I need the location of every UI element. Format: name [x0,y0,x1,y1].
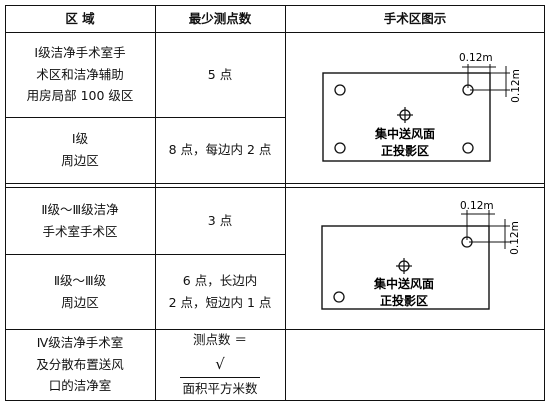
center-crosshair-icon [397,107,413,123]
table-row-2-region: Ⅰ级 周边区 [5,117,155,183]
table-rule [5,117,285,118]
dimension-horizontal [461,210,495,240]
header-diagram: 手术区图示 [383,10,447,26]
header-min-points: 最少测点数 [188,10,252,26]
projection-label-line: 集中送风面 [374,126,435,141]
measurement-point [334,142,346,154]
header-region: 区 域 [65,10,95,26]
measurement-point [334,84,346,96]
table-rule [155,5,156,401]
dim-label-horizontal: 0.12m [459,52,493,64]
table-rule [5,32,545,33]
table-row-4-region: Ⅱ级～Ⅲ级 周边区 [5,254,155,329]
region-line: 手术室手术区 [42,223,118,239]
table-row-3-points: 3 点 [207,212,233,228]
region-line: 周边区 [61,153,99,168]
region-line: 术区和洁净辅助 [36,66,124,82]
projection-rectangle [321,225,490,310]
region-line: Ⅱ级～Ⅲ级洁净 [41,201,119,217]
formula-text: 面积平方米数 [180,377,260,400]
table-rule [5,183,545,184]
table-row-5-points: 测点数 ＝ √ 面积平方米数 [155,329,285,400]
table-rule [5,187,545,188]
sqrt-formula: √ 面积平方米数 [180,351,260,400]
region-line: Ⅰ级洁净手术室手 [34,44,126,60]
radical-sign: √ [215,354,225,373]
dimension-horizontal [462,64,496,88]
region-line: 及分散布置送风 [36,356,124,372]
center-crosshair-icon [396,258,412,274]
table-rule [5,5,6,401]
dimension-vertical [469,219,510,249]
dimension-vertical [470,66,510,97]
table-rule [5,5,545,6]
table-row-3-region: Ⅱ级～Ⅲ级洁净 手术室手术区 [5,187,155,254]
projection-rectangle [322,72,491,162]
projection-label-line: 正投影区 [381,143,429,158]
points-line: 6 点，长边内 [182,272,258,288]
region-line: Ⅱ级～Ⅲ级 [53,272,107,288]
region-line: 口的洁净室 [48,378,112,394]
region-line: Ⅳ级洁净手术室 [36,334,124,350]
dim-label-horizontal: 0.12m [460,200,494,212]
region-line: 用房局部 100 级区 [26,88,134,104]
measurement-point [333,291,345,303]
table-rule [544,5,545,401]
table-row-1-points: 5 点 [207,66,233,82]
table-row-4-points: 6 点，长边内 2 点，短边内 1 点 [155,254,285,329]
table-row-2-points: 8 点，每边内 2 点 [168,142,272,158]
table-rule [5,254,285,255]
measurement-point [462,142,474,154]
region-line: Ⅰ级 [71,131,89,147]
table-row-5-region: Ⅳ级洁净手术室 及分散布置送风 口的洁净室 [5,329,155,400]
region-line: 周边区 [61,294,99,310]
table-row-1-region: Ⅰ级洁净手术室手 术区和洁净辅助 用房局部 100 级区 [5,32,155,117]
points-line: 测点数 ＝ [193,332,247,347]
table-rule [5,400,545,401]
dim-label-vertical: 0.12m [510,69,522,103]
points-line: 2 点，短边内 1 点 [168,294,272,310]
projection-label-line: 正投影区 [380,293,428,308]
dim-label-vertical: 0.12m [509,221,521,255]
table-rule [285,5,286,401]
table-rule [5,329,545,330]
projection-label-line: 集中送风面 [373,276,434,291]
